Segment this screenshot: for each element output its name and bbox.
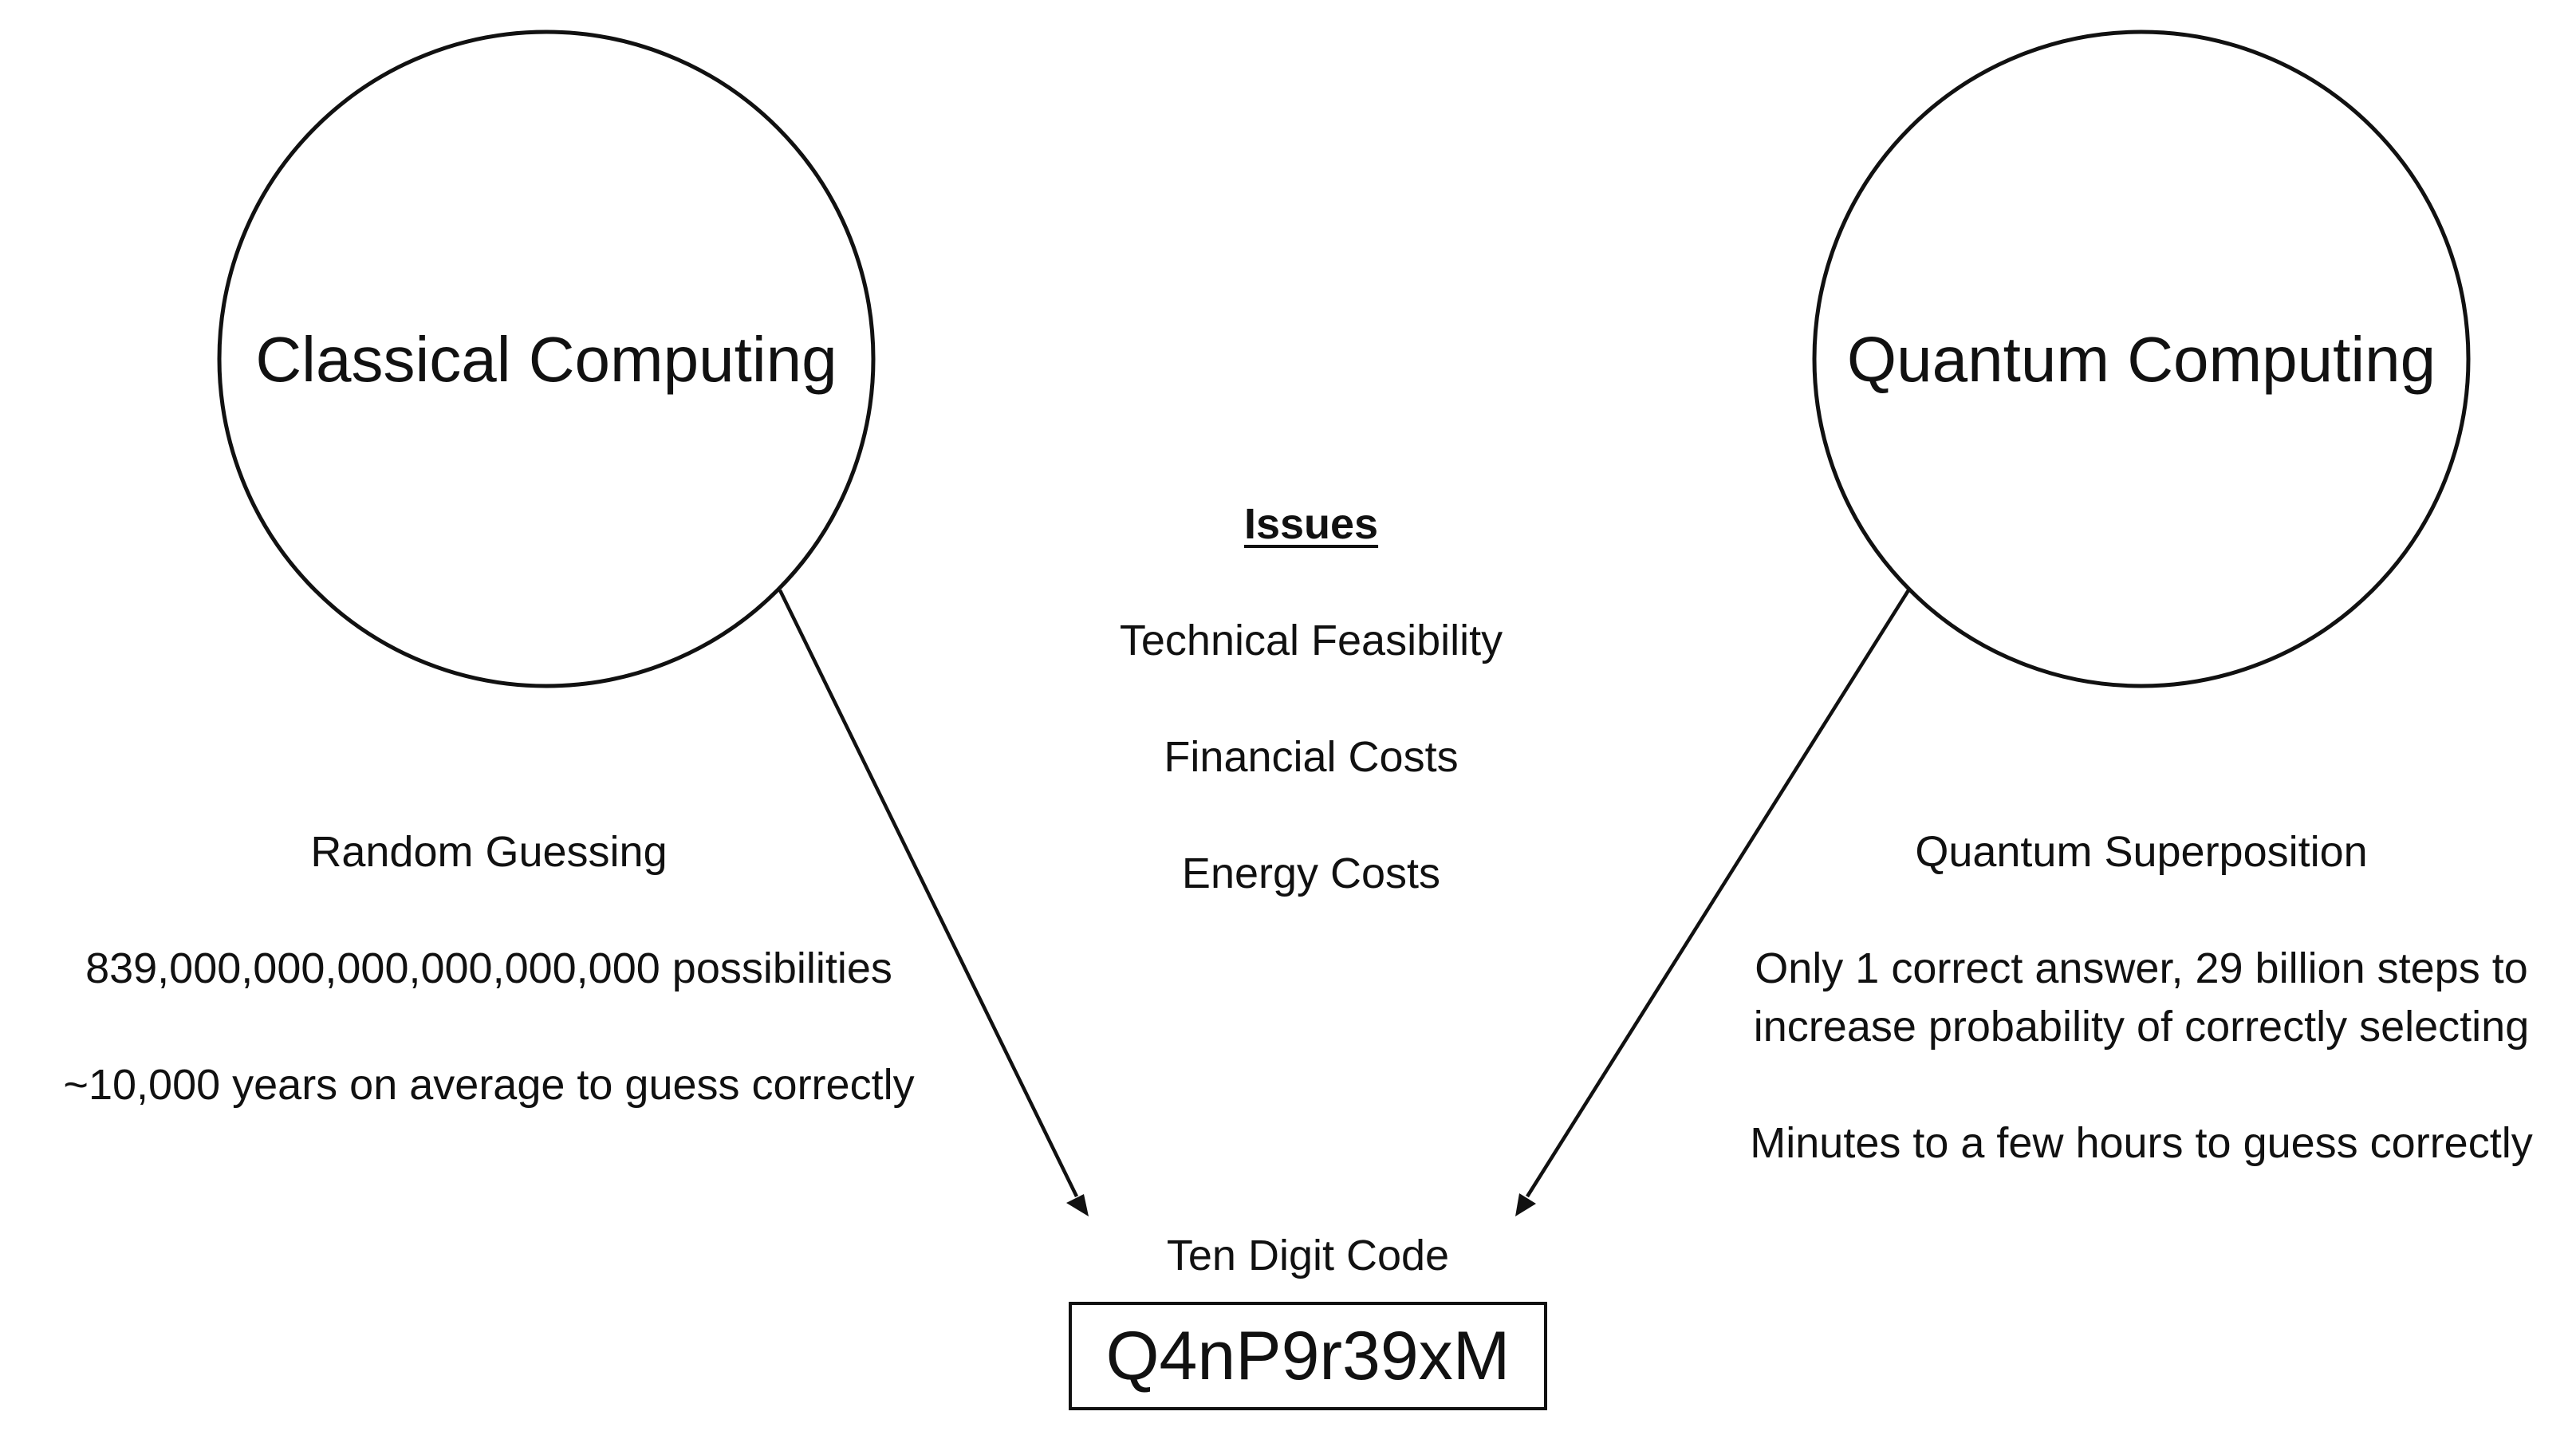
classical-to-code-arrow: [778, 589, 1089, 1216]
issue-financial-costs: Financial Costs: [1164, 733, 1459, 781]
classical-arrow-line: [778, 589, 1079, 1197]
issue-energy-costs: Energy Costs: [1181, 850, 1441, 897]
quantum-steps-line-1: Only 1 correct answer, 29 billion steps …: [1755, 944, 2528, 992]
classical-time-text: ~10,000 years on average to guess correc…: [63, 1061, 915, 1109]
quantum-computing-circle: [1812, 30, 2471, 688]
quantum-arrow-line: [1526, 589, 1910, 1198]
quantum-arrow-head: [1515, 1193, 1536, 1216]
quantum-to-code-arrow: [1515, 589, 1910, 1216]
issue-technical-feasibility: Technical Feasibility: [1119, 617, 1503, 664]
classical-method-text: Random Guessing: [310, 828, 668, 876]
quantum-computing-title: Quantum Computing: [1847, 324, 2436, 395]
classical-computing-title: Classical Computing: [255, 324, 837, 395]
code-value: Q4nP9r39xM: [1105, 1318, 1511, 1394]
classical-computing-circle: [217, 30, 876, 688]
issues-heading: Issues: [1243, 500, 1379, 548]
classical-computing-node: Classical Computing: [217, 30, 876, 688]
code-box: Q4nP9r39xM: [1069, 1302, 1547, 1410]
quantum-steps-line-2: increase probability of correctly select…: [1753, 1003, 2530, 1051]
quantum-method-text: Quantum Superposition: [1915, 828, 2368, 876]
classical-possibilities-text: 839,000,000,000,000,000,000 possibilitie…: [85, 944, 892, 992]
classical-arrow-head: [1066, 1194, 1089, 1216]
ten-digit-code-label: Ten Digit Code: [1166, 1232, 1450, 1279]
quantum-time-text: Minutes to a few hours to guess correctl…: [1750, 1119, 2533, 1167]
quantum-computing-node: Quantum Computing: [1812, 30, 2471, 688]
